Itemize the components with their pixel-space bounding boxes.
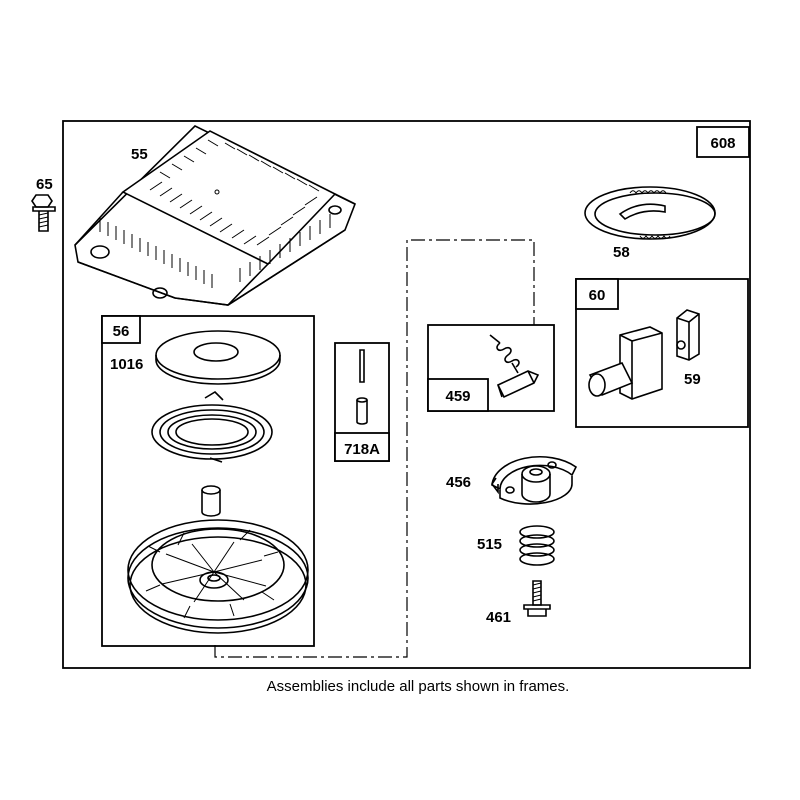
frame-718a-label-box — [334, 432, 390, 462]
label-56: 56 — [113, 323, 130, 340]
label-718a: 718A — [344, 441, 380, 458]
starter-assembly-56 — [127, 330, 309, 634]
label-459: 459 — [445, 388, 470, 405]
screw-461 — [523, 580, 551, 617]
label-461: 461 — [486, 609, 511, 626]
label-59: 59 — [684, 371, 701, 388]
spring-515 — [519, 525, 555, 566]
label-58: 58 — [613, 244, 630, 261]
retainer-456 — [491, 455, 578, 505]
frame-label-box — [696, 126, 750, 158]
label-1016: 1016 — [110, 356, 143, 373]
frame-label-608: 608 — [710, 135, 735, 152]
frame-60-label-box — [575, 278, 619, 310]
frame-459 — [427, 324, 555, 412]
blower-housing-55 — [74, 125, 357, 306]
starter-handle-59 — [588, 309, 700, 400]
connector-line — [214, 239, 535, 658]
frame-60 — [575, 278, 749, 428]
frame-459-label-box — [427, 378, 489, 412]
outer-frame — [62, 120, 751, 669]
pins-718a — [356, 349, 368, 425]
bolt-65 — [31, 194, 56, 232]
starter-rope-58 — [584, 186, 716, 240]
pawl-459 — [489, 334, 540, 399]
label-515: 515 — [477, 536, 502, 553]
caption: Assemblies include all parts shown in fr… — [267, 678, 570, 695]
label-65: 65 — [36, 176, 53, 193]
frame-56 — [101, 315, 315, 647]
label-60: 60 — [589, 287, 606, 304]
frame-56-label-box — [101, 315, 141, 344]
label-456: 456 — [446, 474, 471, 491]
label-55: 55 — [131, 146, 148, 163]
